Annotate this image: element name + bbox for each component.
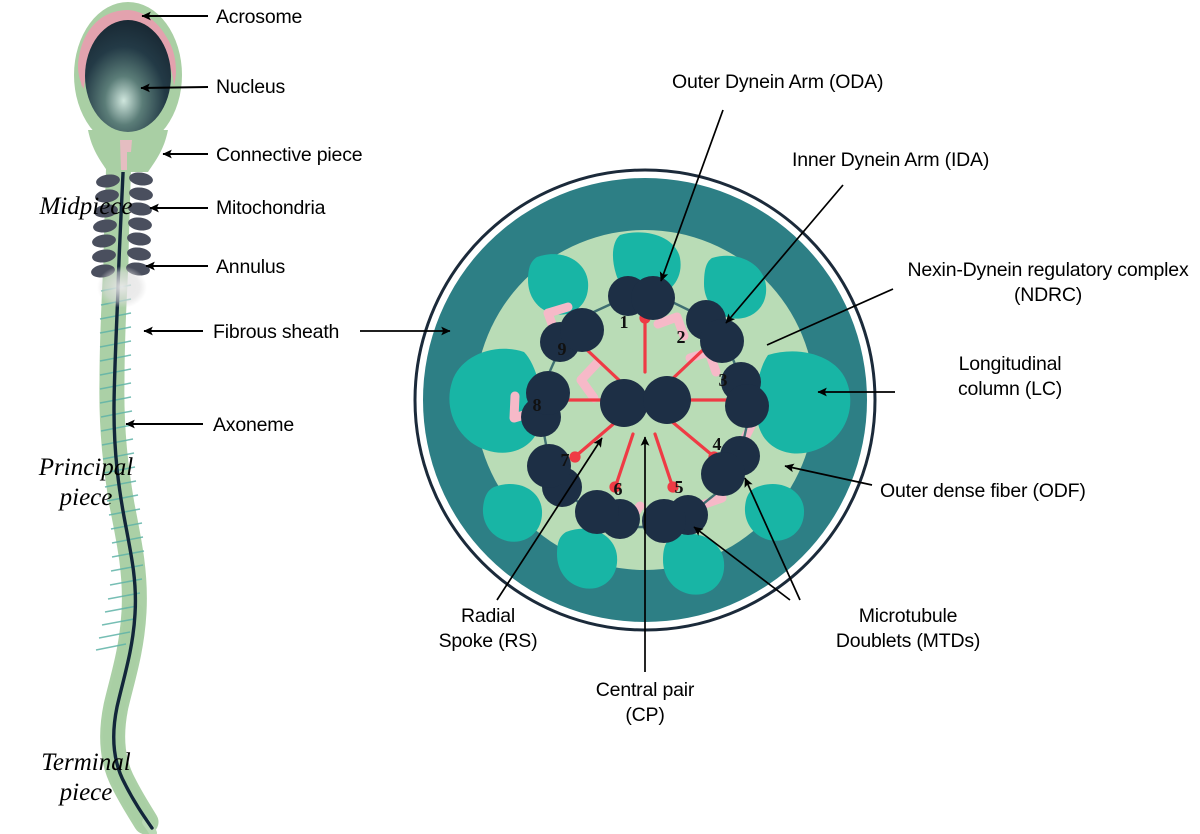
annulus-shape <box>97 266 147 308</box>
callout-outer-dynein-arm: Outer Dynein Arm (ODA) <box>672 71 884 93</box>
region-label-terminal-piece: Terminal piece <box>41 749 131 806</box>
doublet-number-6: 6 <box>613 479 623 499</box>
doublet-number-2: 2 <box>676 327 686 347</box>
doublet-number-9: 9 <box>557 339 567 359</box>
central-pair-c1 <box>600 379 648 427</box>
callout-annulus: Annulus <box>216 256 286 278</box>
callout-fibrous-sheath: Fibrous sheath <box>213 321 340 343</box>
sperm-head <box>74 2 182 172</box>
callout-longitudinal-column: Longitudinal column (LC) <box>958 353 1062 400</box>
callout-mitochondria: Mitochondria <box>216 197 326 219</box>
callout-connective-piece: Connective piece <box>216 144 363 166</box>
callout-ndrc: Nexin-Dynein regulatory complex (NDRC) <box>907 259 1189 306</box>
region-label-principal-piece: Principal piece <box>38 454 134 511</box>
central-pair-c2 <box>643 376 691 424</box>
longitudinal-column-right <box>755 351 851 454</box>
doublet-number-1: 1 <box>619 312 629 332</box>
outer-dense-fiber-group <box>449 232 851 595</box>
callout-microtubule-doublets: Microtubule Doublets (MTDs) <box>835 605 981 652</box>
doublet-number-5: 5 <box>674 477 684 497</box>
callout-nucleus: Nucleus <box>216 76 286 98</box>
callout-acrosome: Acrosome <box>216 6 303 28</box>
nucleus-shape <box>85 20 171 132</box>
callout-inner-dynein-arm: Inner Dynein Arm (IDA) <box>792 149 990 171</box>
axoneme-callout-leaders <box>360 109 895 672</box>
region-label-midpiece: Midpiece <box>39 193 133 220</box>
connective-piece-shape <box>120 140 132 170</box>
doublet-number-8: 8 <box>532 395 542 415</box>
central-pair-group <box>600 376 691 427</box>
longitudinal-column-left <box>449 348 543 453</box>
doublet-number-3: 3 <box>718 370 728 390</box>
doublet-number-4: 4 <box>712 434 722 454</box>
callout-radial-spoke: Radial Spoke (RS) <box>438 605 538 652</box>
sperm-callout-leaders <box>125 11 209 429</box>
callout-axoneme: Axoneme <box>213 414 294 436</box>
callout-central-pair: Central pair (CP) <box>595 679 695 726</box>
doublet-number-7: 7 <box>560 450 570 470</box>
callout-outer-dense-fiber: Outer dense fiber (ODF) <box>880 480 1086 502</box>
microtubule-doublet-group <box>521 276 769 543</box>
